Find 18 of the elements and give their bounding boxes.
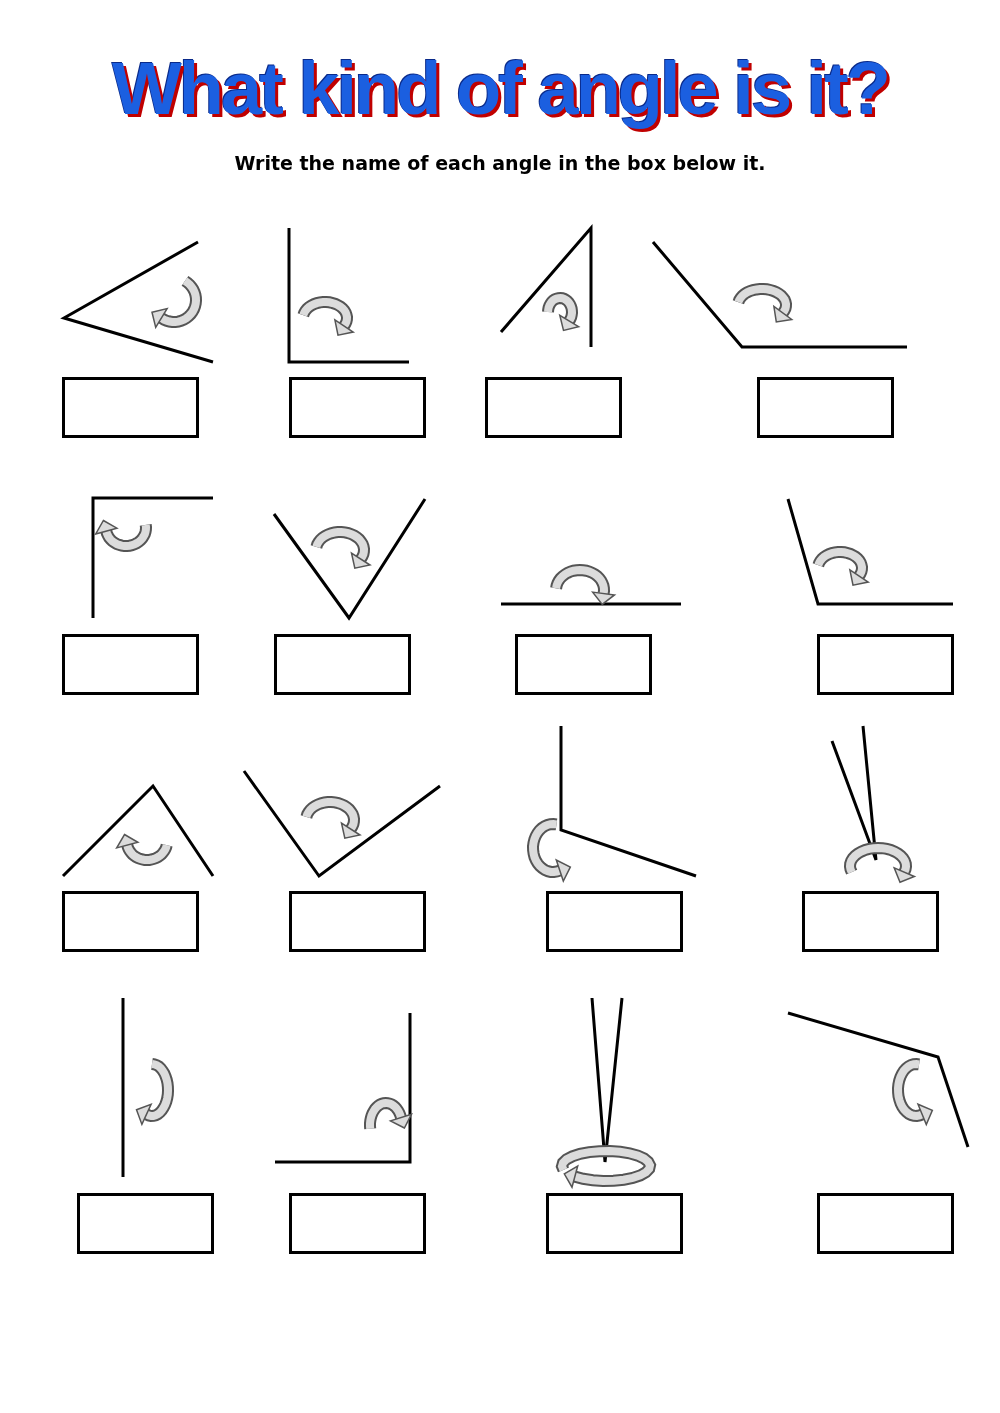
answer-box xyxy=(546,1193,683,1254)
answer-box xyxy=(757,377,894,438)
answer-box xyxy=(289,1193,426,1254)
answer-box xyxy=(62,377,199,438)
answer-box xyxy=(289,377,426,438)
answer-box xyxy=(289,891,426,952)
instruction-text: Write the name of each angle in the box below it. xyxy=(234,152,766,174)
answer-box xyxy=(515,634,652,695)
answer-box xyxy=(485,377,622,438)
answer-box xyxy=(62,891,199,952)
answer-box xyxy=(62,634,199,695)
answer-box xyxy=(274,634,411,695)
answer-box xyxy=(77,1193,214,1254)
answer-box xyxy=(802,891,939,952)
answer-box xyxy=(817,634,954,695)
answer-box xyxy=(817,1193,954,1254)
answer-box xyxy=(546,891,683,952)
worksheet-title: What kind of angle is it? xyxy=(112,48,888,130)
